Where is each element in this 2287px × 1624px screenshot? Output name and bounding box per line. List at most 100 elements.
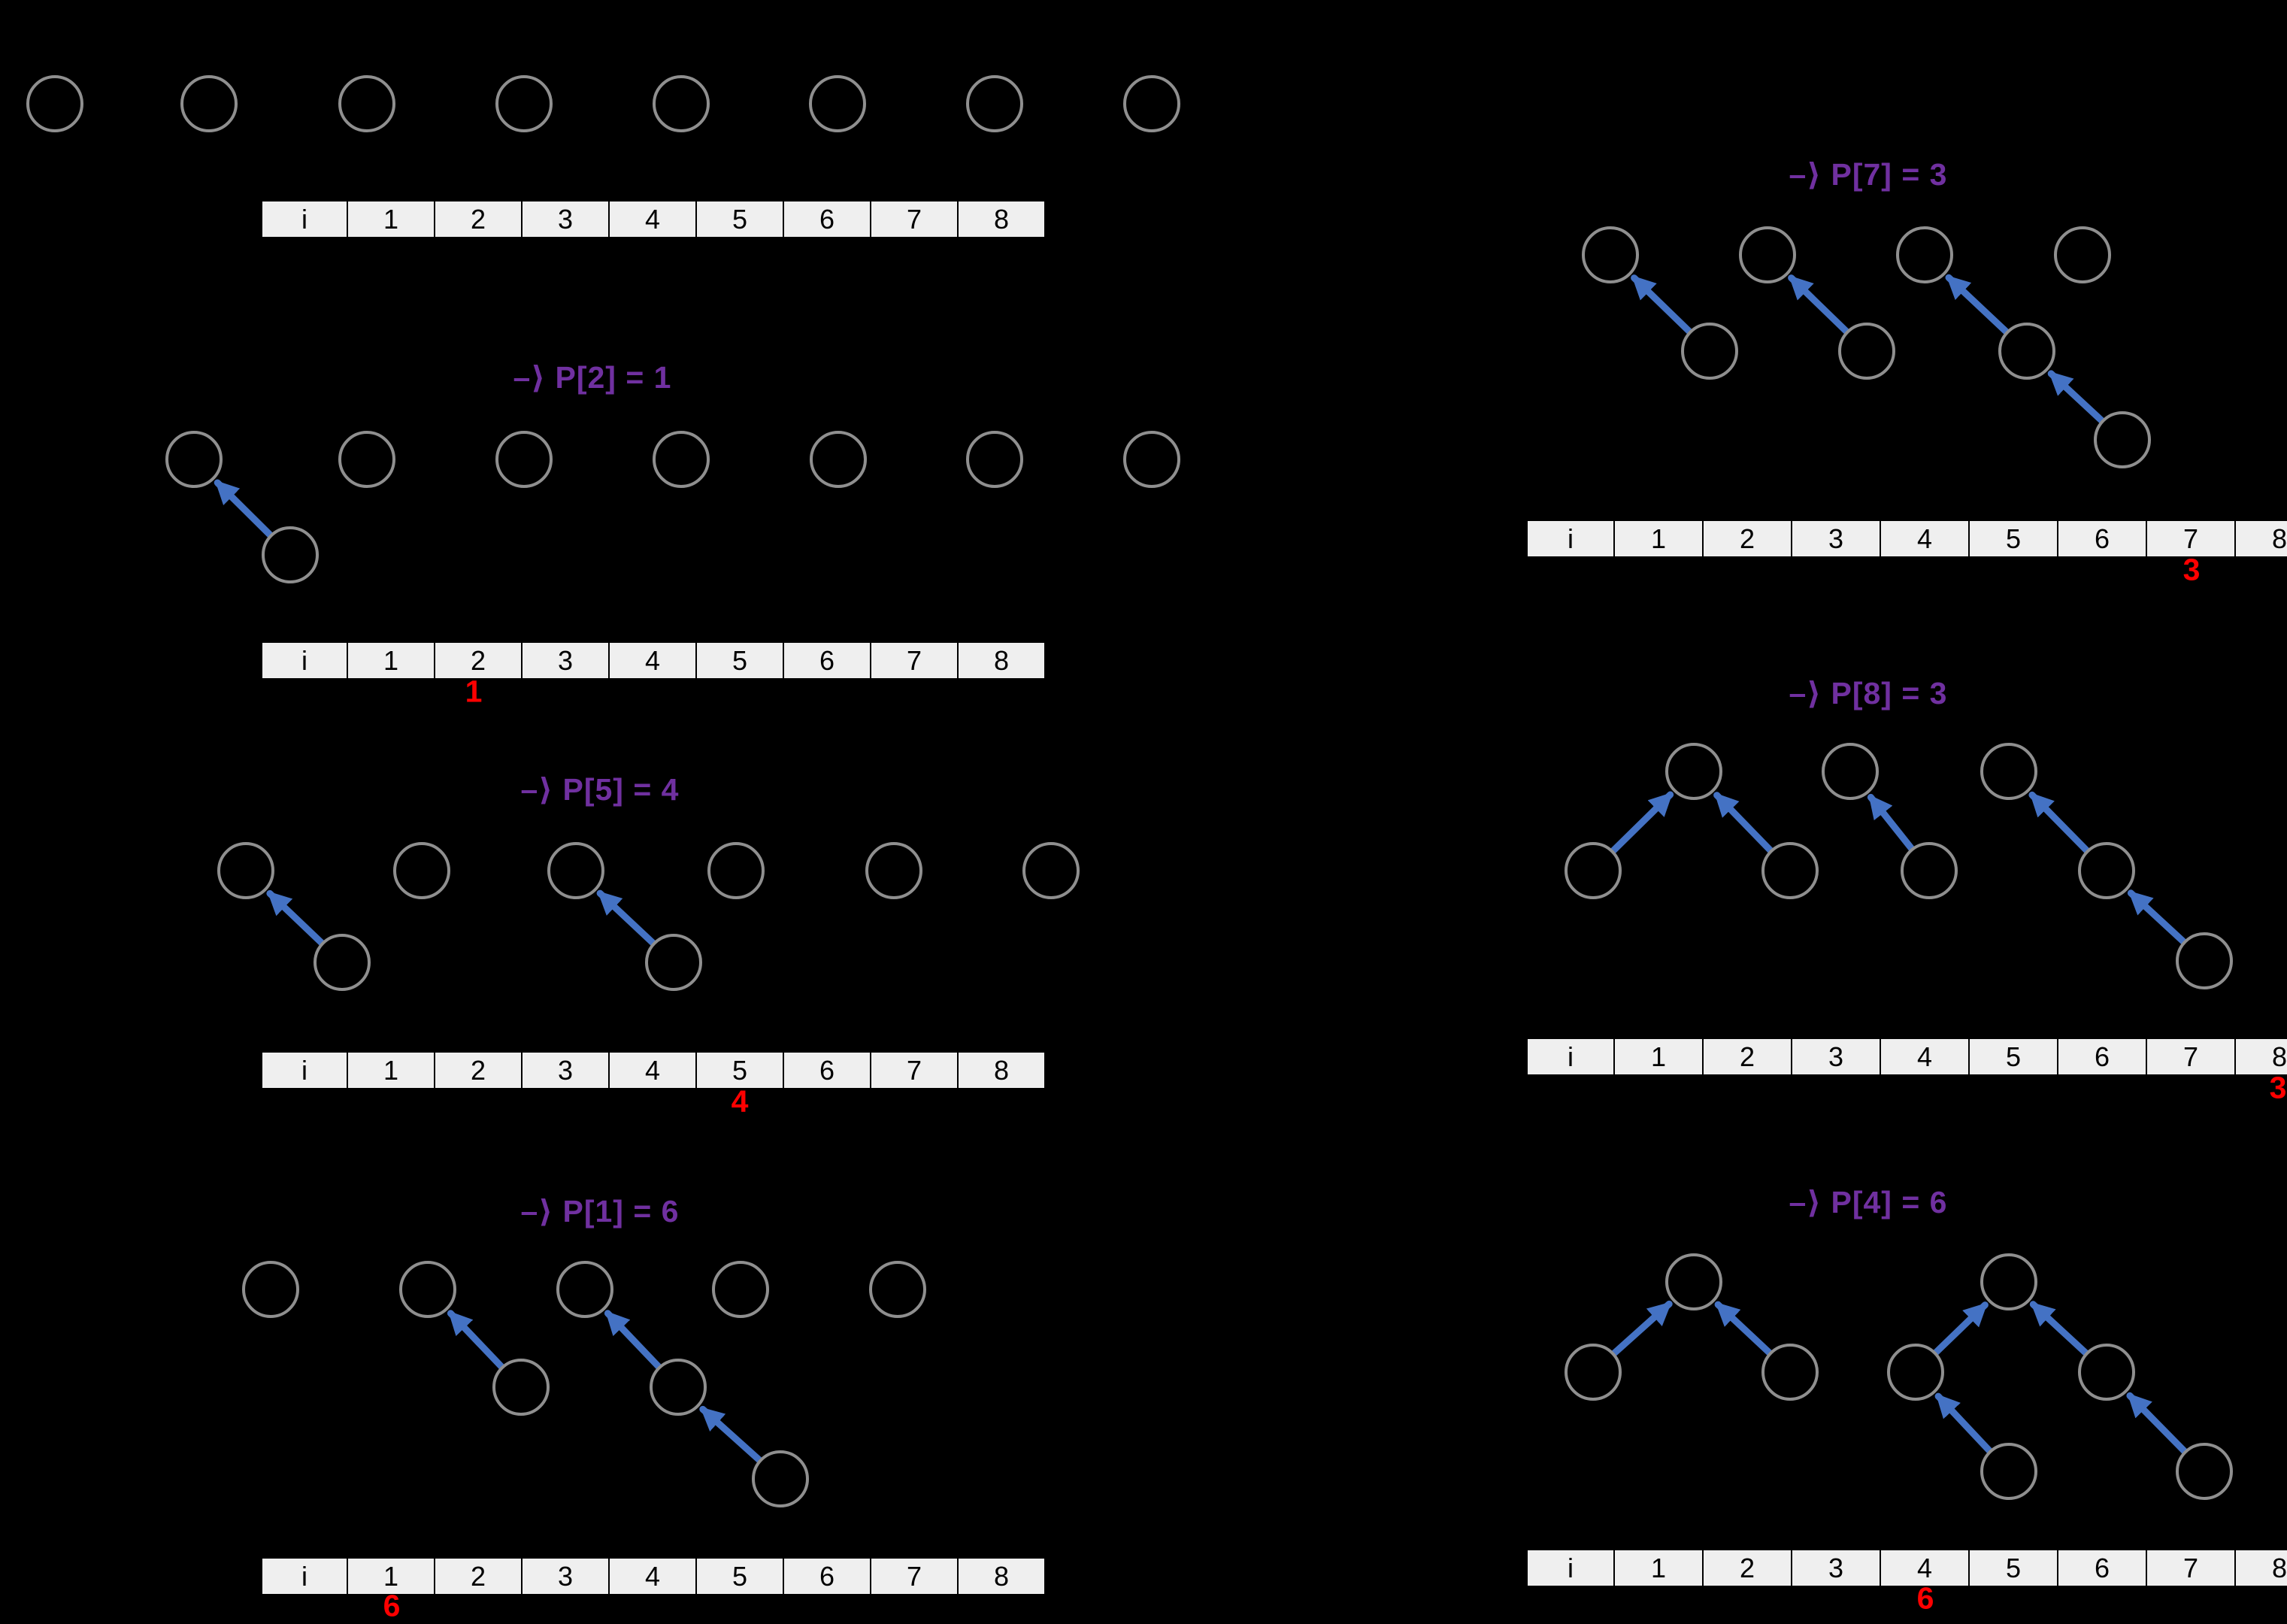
index-cell: 8 [959, 200, 1046, 238]
index-cell: 2 [435, 1051, 523, 1089]
index-cell: 2 [435, 1557, 523, 1595]
parent-pointer-arrow [1713, 792, 1777, 857]
index-header-cell: i [1526, 520, 1615, 558]
set-node [645, 934, 702, 991]
index-header-cell: i [261, 1557, 348, 1595]
index-header-cell: i [261, 641, 348, 680]
index-cell: 4 [1881, 1549, 1970, 1587]
set-node [707, 842, 765, 899]
set-node [810, 431, 867, 488]
set-node [1565, 842, 1622, 899]
parent-pointer-arrow [2047, 370, 2109, 427]
set-node [865, 842, 922, 899]
set-node [495, 75, 553, 132]
set-node [1887, 1344, 1944, 1401]
parent-pointer-arrow [1631, 274, 1696, 338]
index-cell: 8 [2236, 1038, 2287, 1076]
parent-pointer-arrow [1934, 1392, 1996, 1458]
set-node [1822, 743, 1879, 800]
new-parent-value: 6 [1916, 1580, 1934, 1616]
index-header-cell: i [1526, 1038, 1615, 1076]
index-cell: 7 [2147, 1038, 2236, 1076]
set-node [1681, 323, 1738, 380]
new-parent-value: 1 [465, 674, 483, 709]
index-cell: 6 [784, 200, 871, 238]
new-parent-value: 3 [2182, 552, 2201, 587]
index-cell: 1 [348, 200, 435, 238]
index-cell: 4 [1881, 1038, 1970, 1076]
index-cell: 4 [610, 641, 697, 680]
set-node [556, 1261, 613, 1318]
set-node [217, 842, 274, 899]
index-cell: 3 [1792, 520, 1881, 558]
set-node [869, 1261, 926, 1318]
index-cell: 3 [523, 641, 610, 680]
set-node [712, 1261, 769, 1318]
operation-label: –⟩ P[5] = 4 [520, 772, 680, 807]
set-node [1998, 323, 2055, 380]
index-cell: 5 [697, 641, 784, 680]
index-cell: 1 [348, 1557, 435, 1595]
parent-pointer-arrows [214, 274, 2191, 1467]
index-cell: 3 [523, 1557, 610, 1595]
index-cell: 4 [1881, 520, 1970, 558]
set-node [2176, 1443, 2233, 1500]
set-node [650, 1359, 707, 1416]
index-cell: 3 [1792, 1038, 1881, 1076]
set-node [1022, 842, 1080, 899]
set-node [242, 1261, 299, 1318]
set-node [338, 75, 395, 132]
index-cell: 2 [435, 200, 523, 238]
index-cell: 2 [1704, 1038, 1792, 1076]
parent-pointer-arrow [1714, 1301, 1777, 1359]
set-node [180, 75, 238, 132]
new-parent-value: 3 [2269, 1070, 2287, 1105]
set-nodes [26, 75, 2233, 1507]
set-node [752, 1450, 809, 1507]
set-node [1739, 226, 1796, 283]
parent-pointer-arrow [2029, 1301, 2092, 1359]
index-cell: 8 [2236, 520, 2287, 558]
operation-label: –⟩ P[7] = 3 [1789, 157, 1948, 192]
set-node [495, 431, 553, 488]
index-cell: 5 [697, 1557, 784, 1595]
index-cell: 1 [1615, 1038, 1704, 1076]
set-node [338, 431, 395, 488]
index-cell: 5 [1970, 1549, 2058, 1587]
set-node [1565, 1344, 1622, 1401]
set-node [314, 934, 371, 991]
parent-pointer-arrow [214, 479, 277, 541]
set-node [1582, 226, 1639, 283]
parent-pointer-arrow [447, 1310, 508, 1374]
set-node [1761, 842, 1819, 899]
index-cell: 6 [784, 641, 871, 680]
index-header-cell: i [1526, 1549, 1615, 1587]
operation-label: –⟩ P[1] = 6 [520, 1194, 680, 1229]
set-node [492, 1359, 550, 1416]
index-cell: 3 [523, 1051, 610, 1089]
index-header-cell: i [261, 1051, 348, 1089]
index-cell: 5 [1970, 1038, 2058, 1076]
set-node [1896, 226, 1953, 283]
index-cell: 4 [610, 1557, 697, 1595]
index-cell: 8 [959, 1051, 1046, 1089]
index-cell: 4 [610, 1051, 697, 1089]
index-cell: 8 [959, 1557, 1046, 1595]
index-cell: 8 [959, 641, 1046, 680]
index-cell: 1 [348, 1051, 435, 1089]
parent-pointer-arrow [604, 1310, 665, 1374]
set-node [262, 526, 319, 583]
index-cell: 2 [1704, 520, 1792, 558]
set-node [393, 842, 450, 899]
set-node [1665, 743, 1722, 800]
parent-pointer-arrow [1867, 793, 1918, 856]
set-node [26, 75, 83, 132]
operation-label: –⟩ P[8] = 3 [1789, 676, 1948, 710]
